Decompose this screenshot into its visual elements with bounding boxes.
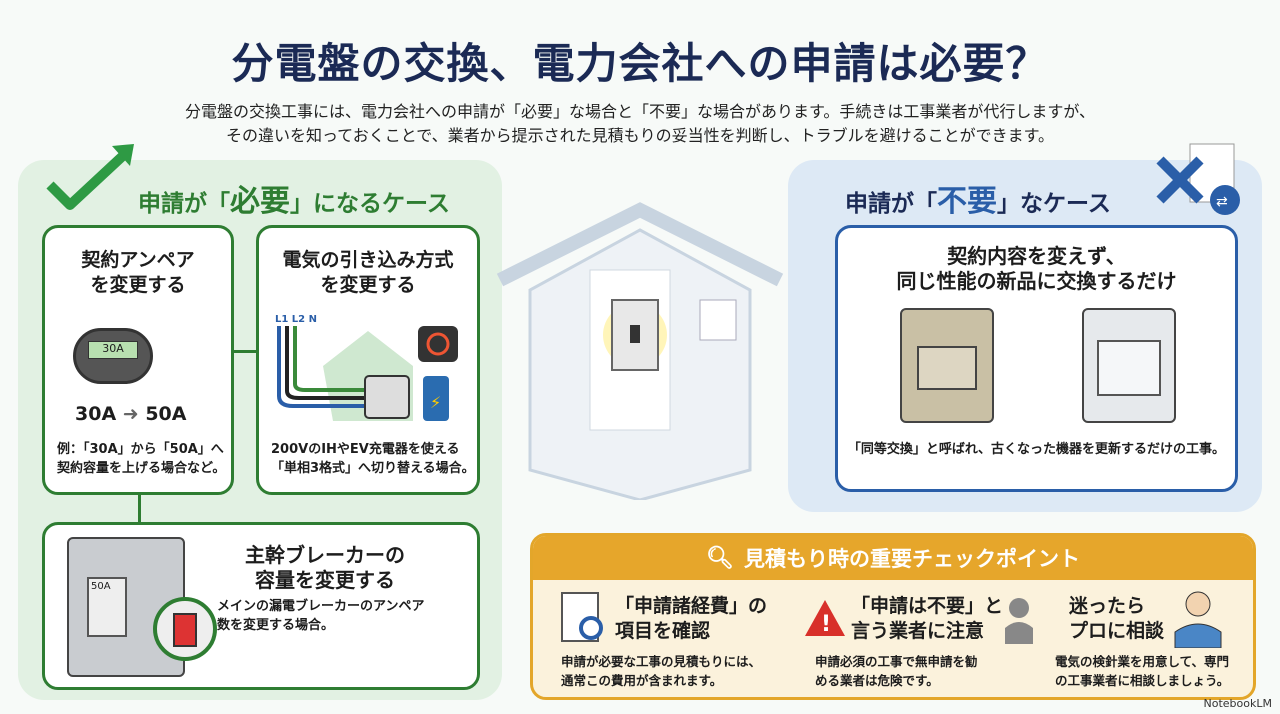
subtitle-line-2: その違いを知っておくことで、業者から提示された見積もりの妥当性を判断し、トラブル… bbox=[225, 126, 1054, 145]
new-breaker-illustration bbox=[1082, 308, 1176, 423]
checkpoint-description: 電気の検針業を用意して、専門 の工事業者に相談しましょう。 bbox=[1055, 654, 1230, 688]
checkpoints-panel: 🔍︎ 見積もり時の重要チェックポイント 「申請諸経費」の 項目を確認 申請が必要… bbox=[530, 533, 1256, 700]
connector-line bbox=[138, 495, 141, 522]
checkpoint-title: 「申請は不要」と 言う業者に注意 bbox=[851, 595, 1004, 642]
svg-text:!: ! bbox=[821, 612, 831, 637]
page-title: 分電盤の交換、電力会社への申請は必要？ bbox=[231, 39, 1049, 88]
card-title: 契約内容を変えず、 同じ性能の新品に交換するだけ bbox=[896, 244, 1177, 293]
old-breaker-illustration bbox=[900, 308, 994, 423]
checkpoint-description: 申請必須の工事で無申請を勧 める業者は危険です。 bbox=[815, 654, 978, 688]
checkmark-arrow-icon bbox=[46, 144, 134, 210]
warning-icon: ! bbox=[805, 600, 845, 637]
ampere-change: 30A ➜ 50A bbox=[75, 403, 187, 425]
card-title: 主幹ブレーカーの 容量を変更する bbox=[245, 543, 405, 592]
card-description: 例：「30A」から「50A」へ 契約容量を上げる場合など。 bbox=[57, 442, 226, 476]
card-description: メインの漏電ブレーカーのアンペア 数を変更する場合。 bbox=[217, 599, 425, 633]
consultant-icon bbox=[1174, 591, 1222, 648]
required-heading: 申請が「必要」になるケース bbox=[138, 184, 450, 219]
checkpoint-title: 「申請諸経費」の 項目を確認 bbox=[615, 595, 768, 642]
cross-document-icon: ⇄ bbox=[1156, 143, 1240, 215]
checkpoints-header: 🔍︎ 見積もり時の重要チェックポイント bbox=[533, 536, 1253, 580]
search-icon: 🔍︎ bbox=[706, 545, 734, 571]
card-title: 契約アンペア を変更する bbox=[81, 249, 195, 296]
arrow-right-icon: ➜ bbox=[122, 403, 139, 425]
subtitle-line-1: 分電盤の交換工事には、電力会社への申請が「必要」な場合と「不要」な場合があります… bbox=[184, 102, 1096, 121]
card-service-type: 電気の引き込み方式 を変更する L1 L2 N ⚡ 200VのIHやEV充電器を… bbox=[256, 225, 480, 495]
card-description: 200VのIHやEV充電器を使える 「単相3格式」へ切り替える場合。 bbox=[271, 442, 475, 476]
electric-meter-icon: 30A bbox=[73, 328, 153, 384]
watermark: NotebookLM bbox=[1203, 697, 1272, 710]
wire-labels: L1 L2 N bbox=[275, 314, 317, 325]
checkpoints-heading: 見積もり時の重要チェックポイント bbox=[743, 547, 1080, 571]
document-search-icon bbox=[561, 592, 609, 648]
meter-reading: 30A bbox=[88, 341, 138, 359]
svg-text:⚡: ⚡ bbox=[430, 393, 441, 412]
card-main-breaker: 50A 主幹ブレーカーの 容量を変更する メインの漏電ブレーカーのアンペア 数を… bbox=[42, 522, 480, 690]
card-like-for-like: 契約内容を変えず、 同じ性能の新品に交換するだけ 「同等交換」と呼ばれ、古くなっ… bbox=[835, 225, 1238, 492]
breaker-illustration: 50A bbox=[67, 537, 217, 677]
house-panel-illustration bbox=[496, 202, 784, 500]
worried-person-icon bbox=[1005, 598, 1033, 644]
not-required-heading: 申請が「不要」なケース bbox=[845, 184, 1111, 219]
connector-line bbox=[234, 350, 256, 353]
card-title: 電気の引き込み方式 を変更する bbox=[282, 249, 454, 296]
checkpoint-description: 申請が必要な工事の見積もりには、 通常この費用が含まれます。 bbox=[561, 654, 762, 688]
wiring-illustration: ⚡ bbox=[277, 326, 458, 421]
checkpoint-title: 迷ったら プロに相談 bbox=[1069, 595, 1165, 642]
breaker-label: 50A bbox=[87, 577, 127, 637]
card-description: 「同等交換」と呼ばれ、古くなった機器を更新するだけの工事。 bbox=[847, 442, 1226, 457]
svg-text:⇄: ⇄ bbox=[1216, 194, 1228, 210]
card-contract-ampere: 契約アンペア を変更する 30A 30A ➜ 50A 例：「30A」から「50A… bbox=[42, 225, 234, 495]
